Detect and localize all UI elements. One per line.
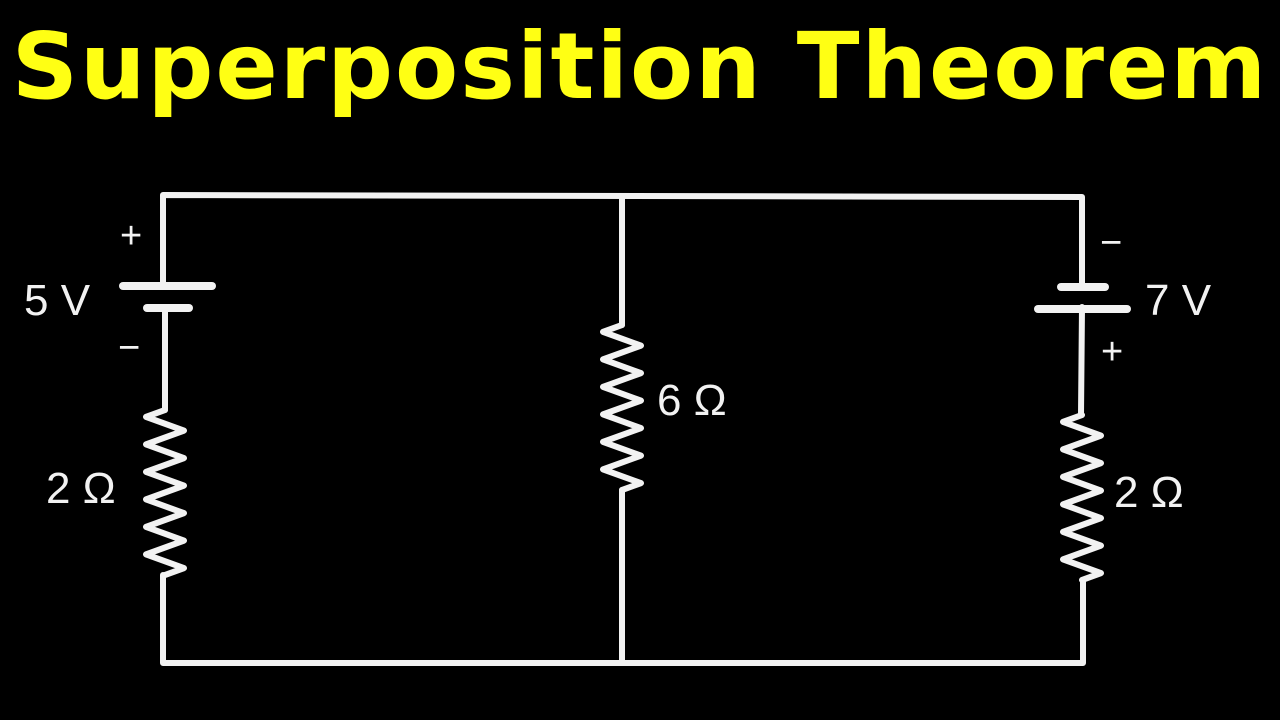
right-resistor-label: 2 Ω [1114, 468, 1184, 517]
right-source-plus: + [1101, 331, 1123, 373]
right-wire-mid [1078, 304, 1085, 418]
middle-resistor-label: 6 Ω [657, 376, 727, 425]
right-source-minus: − [1100, 222, 1122, 264]
diagram-title: Superposition Theorem [11, 13, 1269, 120]
left-resistor-symbol [143, 407, 187, 578]
right-resistor-symbol [1060, 412, 1104, 583]
left-resistor-label: 2 Ω [46, 464, 116, 513]
middle-resistor-symbol [600, 322, 644, 493]
left-source-label: 5 V [24, 276, 91, 325]
left-source-minus: − [118, 327, 140, 369]
left-source-plus: + [120, 215, 142, 257]
right-source-label: 7 V [1145, 276, 1212, 325]
